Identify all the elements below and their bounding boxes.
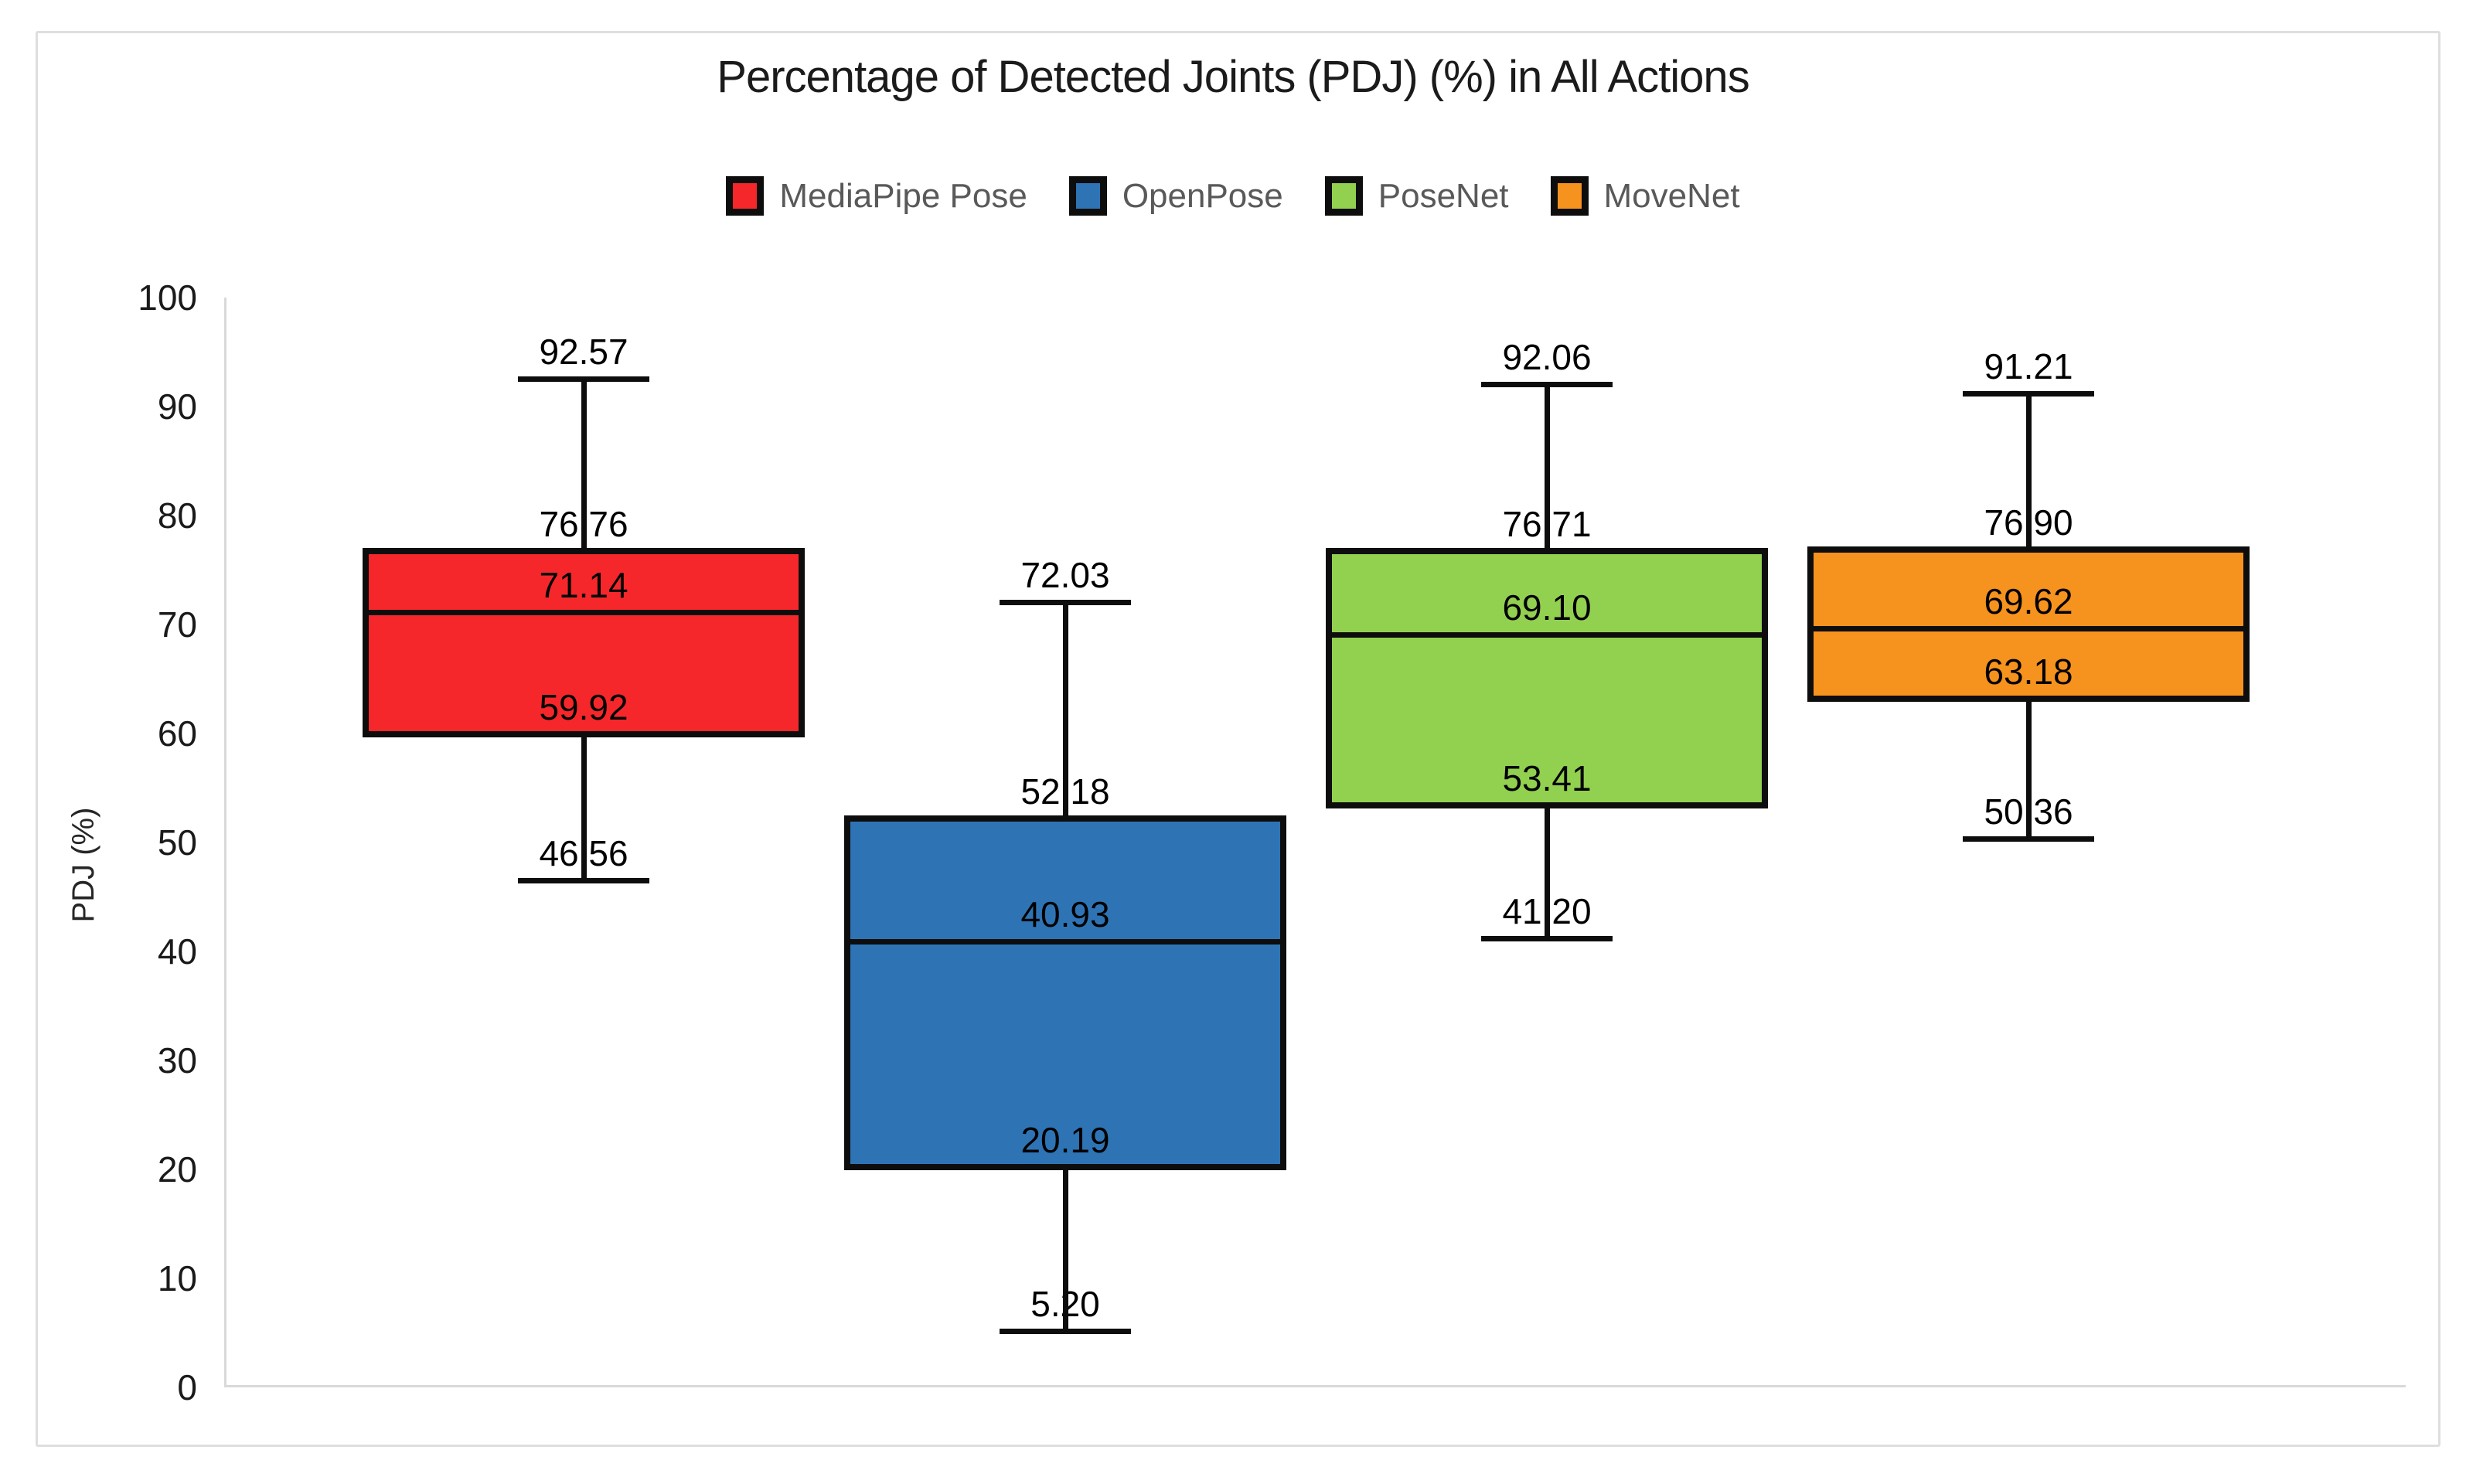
legend-swatch-movenet-icon <box>1550 176 1589 216</box>
median-line <box>1814 626 2243 632</box>
iqr-box <box>844 815 1286 1171</box>
upper-whisker <box>581 378 587 551</box>
legend-label: PoseNet <box>1378 176 1509 215</box>
chart-title: Percentage of Detected Joints (PDJ) (%) … <box>717 52 1749 102</box>
y-tick-label-30: 30 <box>157 1040 197 1081</box>
upper-whisker <box>1545 383 1550 552</box>
median-line <box>369 609 799 615</box>
y-tick-label-100: 100 <box>138 277 197 318</box>
y-tick-label-40: 40 <box>157 931 197 972</box>
upper-whisker <box>1063 602 1068 819</box>
q1-value-label: 53.41 <box>1502 757 1592 798</box>
q1-value-label: 63.18 <box>1984 652 2073 693</box>
legend-label: MediaPipe Pose <box>779 176 1027 215</box>
min-whisker-cap <box>1481 936 1613 942</box>
max-whisker-cap <box>1963 390 2094 397</box>
q1-value-label: 20.19 <box>1020 1120 1110 1161</box>
lower-whisker <box>581 734 587 880</box>
y-tick-label-60: 60 <box>157 713 197 754</box>
median-line <box>1332 631 1762 638</box>
q1-value-label: 59.92 <box>539 687 628 728</box>
iqr-box <box>1326 548 1768 808</box>
y-axis-line <box>224 298 227 1387</box>
min-whisker-cap <box>1000 1328 1131 1334</box>
legend-item-openpose: OpenPose <box>1068 176 1283 216</box>
max-whisker-cap <box>1481 381 1613 387</box>
max-whisker-cap <box>1000 600 1131 606</box>
legend-swatch-mediapipe-pose-icon <box>726 176 765 216</box>
median-value-label: 40.93 <box>1020 893 1110 934</box>
legend-item-posenet: PoseNet <box>1324 176 1509 216</box>
max-value-label: 92.06 <box>1502 336 1592 377</box>
legend-label: OpenPose <box>1122 176 1283 215</box>
min-whisker-cap <box>518 877 649 883</box>
y-tick-label-20: 20 <box>157 1149 197 1190</box>
legend-item-movenet: MoveNet <box>1550 176 1740 216</box>
legend: MediaPipe Pose OpenPose PoseNet MoveNet <box>0 176 2466 216</box>
lower-whisker <box>1545 805 1550 939</box>
iqr-box <box>363 547 805 738</box>
legend-swatch-posenet-icon <box>1324 176 1363 216</box>
y-tick-label-10: 10 <box>157 1258 197 1298</box>
median-value-label: 71.14 <box>539 564 628 605</box>
max-whisker-cap <box>518 376 649 382</box>
median-value-label: 69.62 <box>1984 581 2073 622</box>
lower-whisker <box>2026 699 2032 839</box>
x-axis-line <box>224 1385 2406 1387</box>
iqr-box <box>1807 546 2250 703</box>
lower-whisker <box>1063 1167 1068 1331</box>
legend-item-mediapipe-pose: MediaPipe Pose <box>726 176 1027 216</box>
max-value-label: 91.21 <box>1984 345 2073 386</box>
y-tick-label-80: 80 <box>157 495 197 536</box>
chart-outer-border <box>36 31 2440 1447</box>
y-tick-label-90: 90 <box>157 386 197 427</box>
max-value-label: 72.03 <box>1020 555 1110 596</box>
legend-label: MoveNet <box>1603 176 1740 215</box>
median-line <box>850 938 1280 945</box>
y-tick-label-0: 0 <box>177 1367 197 1407</box>
legend-swatch-openpose-icon <box>1068 176 1107 216</box>
min-whisker-cap <box>1963 836 2094 842</box>
y-tick-label-70: 70 <box>157 604 197 645</box>
y-tick-label-50: 50 <box>157 822 197 863</box>
max-value-label: 92.57 <box>539 331 628 372</box>
upper-whisker <box>2026 393 2032 550</box>
median-value-label: 69.10 <box>1502 587 1592 628</box>
